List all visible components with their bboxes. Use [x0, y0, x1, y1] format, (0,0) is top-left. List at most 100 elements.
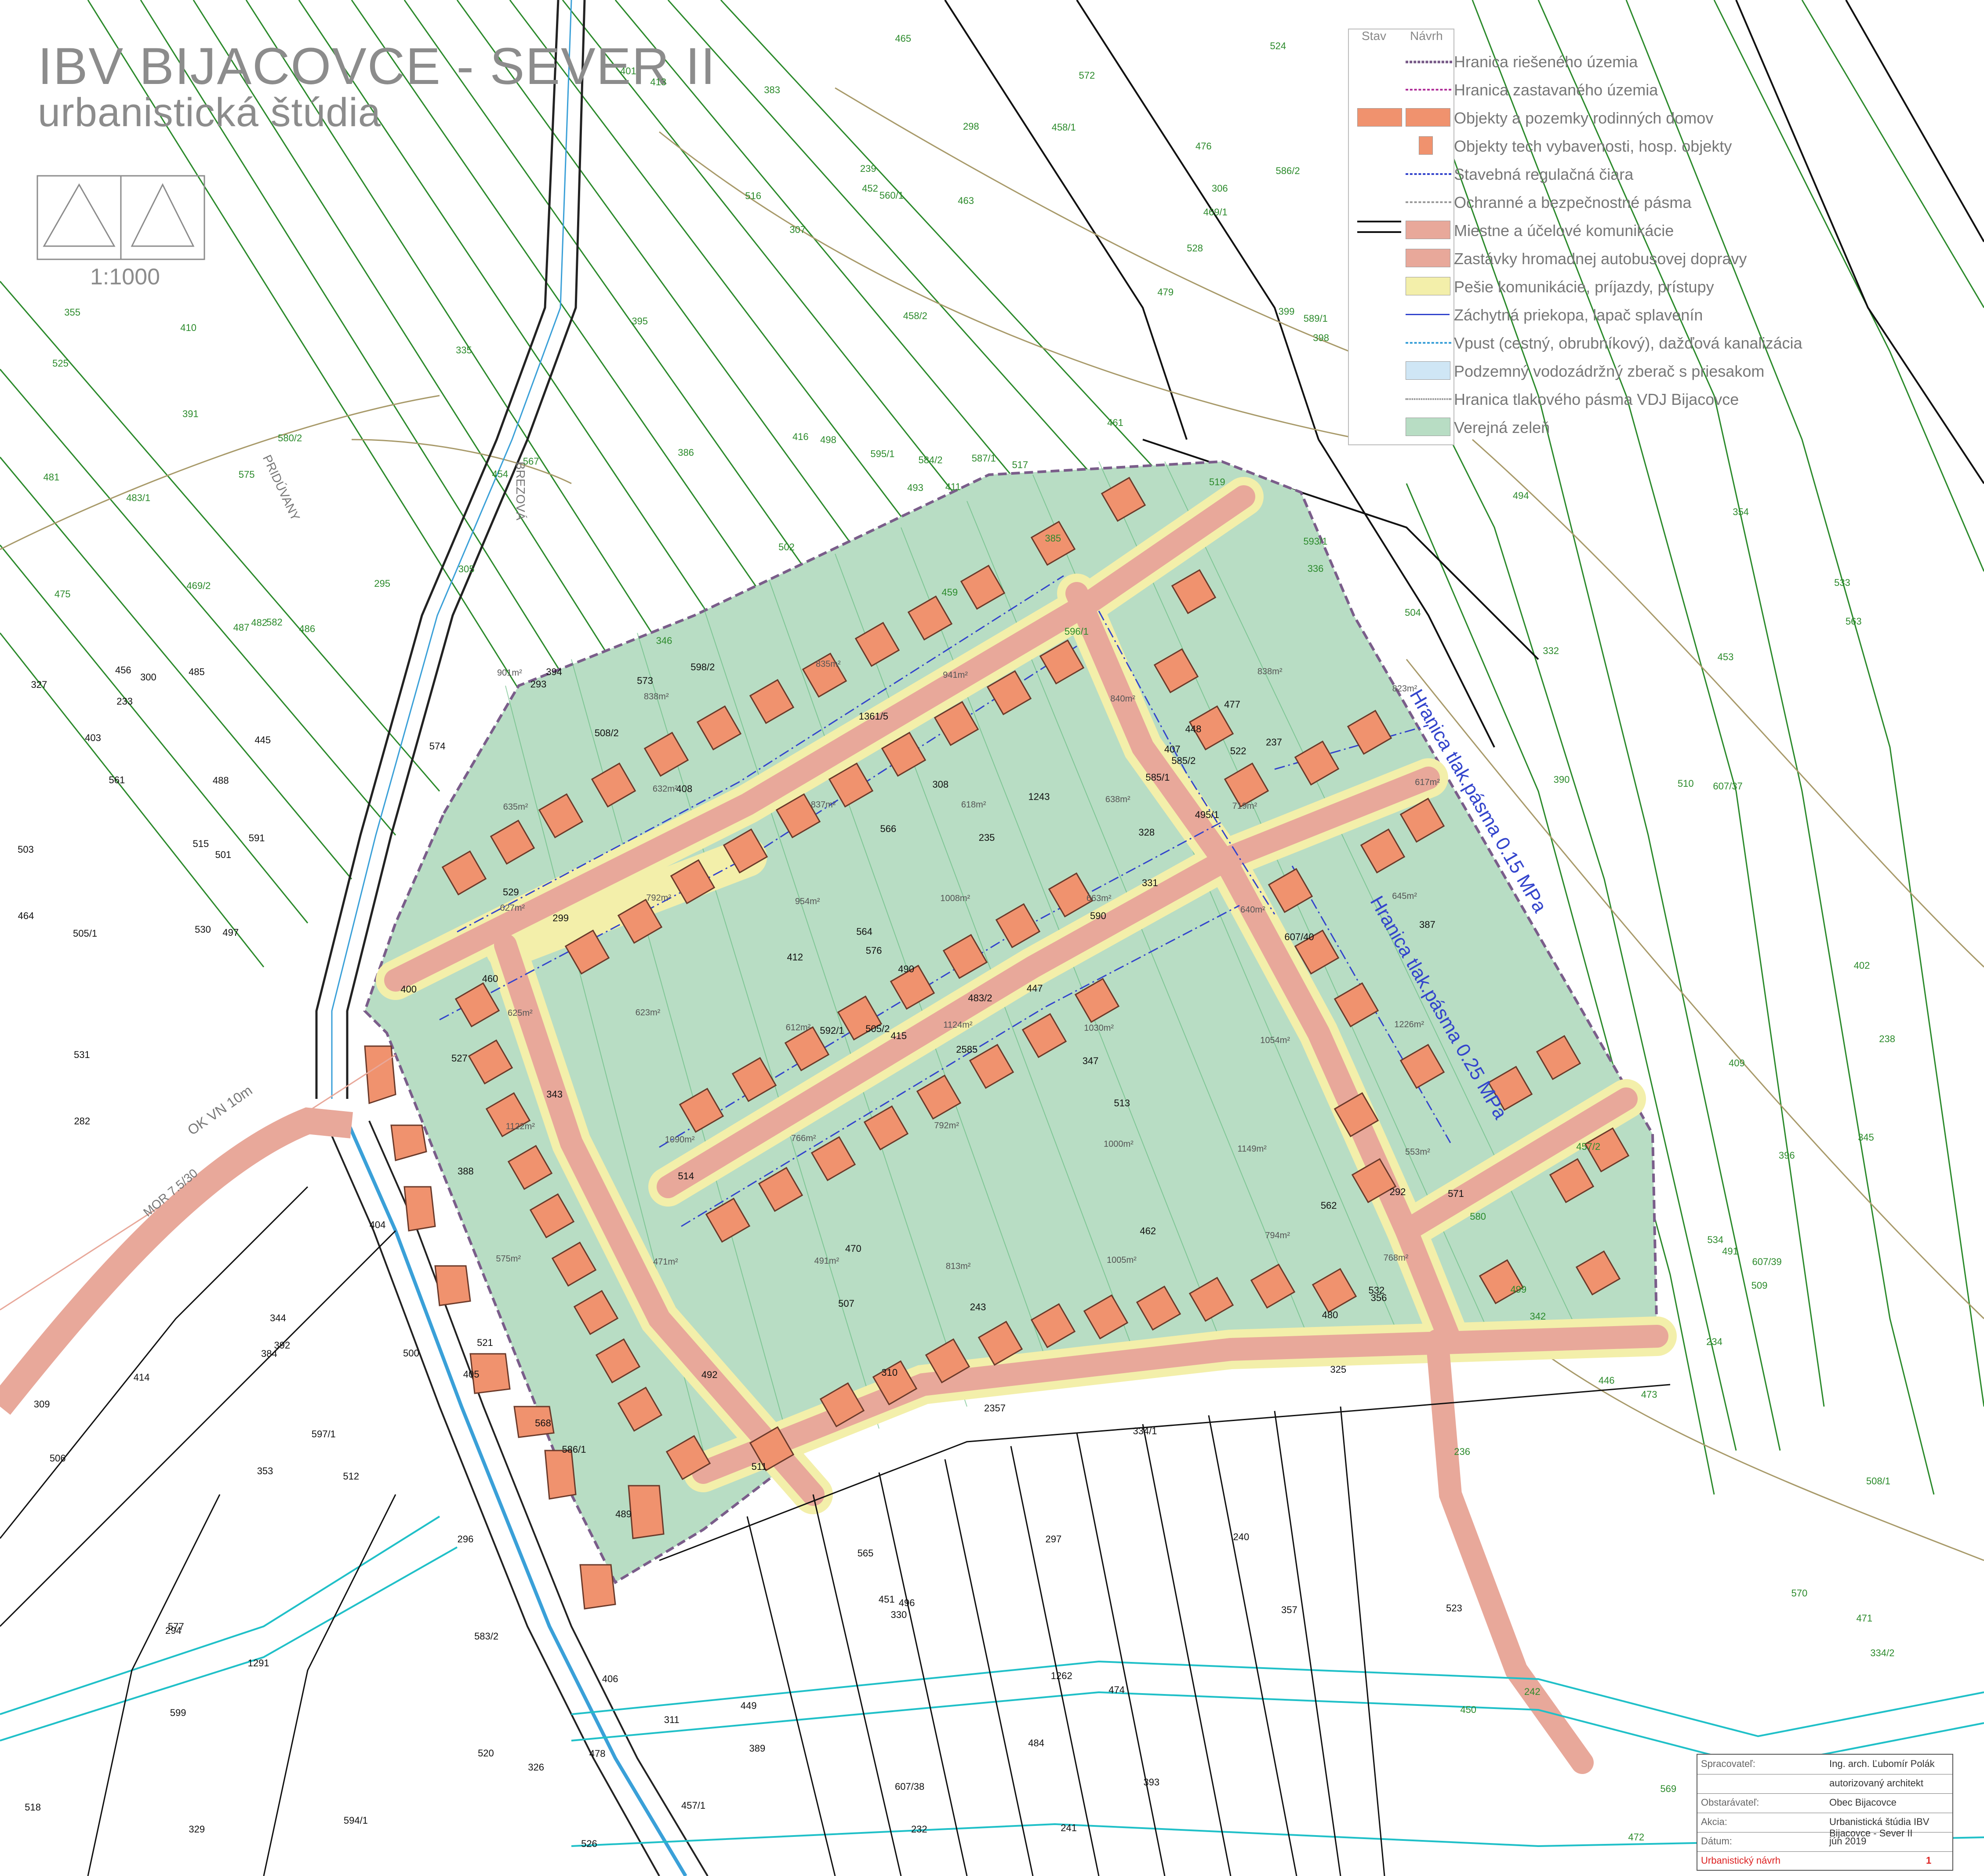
plot-area-label: 1008m²	[940, 894, 970, 904]
black-road-icon	[1357, 221, 1401, 233]
parcel-number: 517	[1012, 459, 1028, 471]
parcel-number: 566	[880, 823, 897, 835]
parcel-number: 347	[1082, 1055, 1099, 1067]
parcel-number: 456	[115, 665, 131, 676]
parcel-number: 503	[18, 843, 34, 855]
parcel-number: 402	[1853, 960, 1870, 971]
parcel-number: 336	[1307, 563, 1324, 574]
parcel-number: 483/1	[126, 492, 151, 503]
parcel-number: 393	[1143, 1777, 1160, 1788]
salmon-road-icon	[1406, 221, 1450, 239]
legend-row: Stavebná regulačná čiara	[1348, 161, 1814, 186]
parcel-number: 505/2	[865, 1023, 890, 1035]
legend-row: Hranica zastavaného územia	[1348, 76, 1814, 102]
parcel-number: 470	[845, 1243, 861, 1254]
parcel-number: 524	[1270, 40, 1286, 51]
parcel-number: 607/40	[1284, 931, 1314, 943]
parcel-number: 234	[1706, 1336, 1722, 1347]
plot-area-label: 1124m²	[943, 1020, 973, 1030]
legend-row: Hranica tlakového pásma VDJ Bijacovce	[1348, 386, 1814, 411]
parcel-number: 511	[751, 1461, 767, 1472]
parcel-number: 464	[18, 910, 34, 922]
drain-line-icon	[1406, 342, 1451, 344]
gray-dash-dot-line-icon	[1406, 201, 1451, 203]
parcel-number: 529	[502, 887, 519, 898]
parcel-number: 479	[1157, 286, 1174, 298]
parcel-number: 519	[1209, 476, 1225, 487]
plot-area-label: 792m²	[646, 893, 671, 903]
parcel-number: 597/1	[311, 1429, 336, 1440]
parcel-number: 404	[369, 1219, 386, 1231]
parcel-number: 561	[109, 774, 125, 785]
legend-row: Záchytná priekopa, lapač splavenín	[1348, 302, 1814, 327]
parcel-number: 401	[620, 65, 636, 77]
parcel-number: 575	[238, 469, 255, 480]
stamp-row: Spracovateľ:Ing. arch. Ľubomír Polák	[1697, 1755, 1952, 1774]
parcel-number: 453	[1717, 651, 1734, 663]
blue-dash-dot-line-icon	[1406, 173, 1451, 175]
legend-row: Ochranné a bezpečnostné pásma	[1348, 189, 1814, 215]
existing-houses	[364, 1045, 665, 1610]
parcel-number: 414	[133, 1372, 150, 1383]
parcel-number: 481	[43, 471, 60, 483]
parcel-number: 2585	[956, 1043, 978, 1055]
parcel-number: 447	[1026, 983, 1043, 994]
parcel-number: 388	[458, 1166, 474, 1177]
parcel-number: 458/2	[903, 310, 927, 322]
parcel-number: 342	[1530, 1310, 1546, 1322]
parcel-number: 399	[1278, 306, 1295, 317]
legend-row: Zastávky hromadnej autobusovej dopravy	[1348, 245, 1814, 271]
parcel-number: 527	[451, 1052, 468, 1064]
parcel-number: 296	[457, 1533, 474, 1545]
parcel-number: 562	[1320, 1200, 1337, 1211]
parcel-number: 386	[678, 447, 694, 458]
parcel-number: 590	[1090, 910, 1106, 922]
parcel-number: 489	[615, 1509, 632, 1520]
parcel-number: 454	[492, 469, 509, 480]
orange-house-square-icon	[1357, 108, 1402, 127]
parcel-number: 239	[860, 163, 876, 175]
plot-area-label: 954m²	[795, 897, 820, 907]
lower-cadastre-lines	[0, 1186, 1671, 1876]
plot-area-label: 640m²	[1240, 905, 1265, 915]
parcel-number: 305	[458, 564, 475, 575]
parcel-number: 567	[523, 456, 539, 467]
plot-area-label: 618m²	[961, 800, 986, 810]
ditch-icon	[1406, 314, 1450, 315]
parcel-number: 299	[552, 912, 569, 923]
parcel-number: 592/1	[820, 1025, 844, 1036]
parcel-number: 587/1	[971, 453, 996, 464]
parcel-number: 335	[456, 345, 472, 356]
parcel-number: 306	[1211, 183, 1228, 194]
parcel-number: 282	[74, 1116, 91, 1127]
parcel-number: 460	[482, 973, 498, 985]
parcel-number: 500	[403, 1347, 419, 1359]
parcel-number: 416	[792, 431, 809, 443]
plot-area-label: 901m²	[497, 668, 522, 678]
plot-area-label: 617m²	[1415, 778, 1440, 788]
parcel-number: 463	[958, 195, 974, 207]
parcel-number: 565	[857, 1548, 874, 1559]
legend-row: Pešie komunikácie, príjazdy, prístupy	[1348, 273, 1814, 299]
west-access-road	[0, 1107, 353, 1415]
parcel-number: 308	[932, 778, 949, 790]
parcel-number: 563	[1845, 616, 1862, 627]
parcel-number: 2357	[984, 1403, 1006, 1414]
parcel-number: 498	[820, 434, 836, 446]
plot-area-label: 471m²	[653, 1257, 678, 1267]
plot-area-label: 1149m²	[1237, 1144, 1267, 1154]
parcel-number: 392	[274, 1340, 291, 1351]
scale-label: 1:1000	[90, 264, 160, 290]
parcel-number: 298	[963, 120, 979, 132]
parcel-number: 584/2	[918, 454, 943, 466]
houses	[441, 476, 1630, 1480]
parcel-number: 383	[764, 84, 780, 95]
plot-area-label: 612m²	[785, 1023, 811, 1033]
plot-area-label: 1000m²	[1103, 1139, 1134, 1149]
parcel-number: 607/39	[1752, 1256, 1782, 1268]
parcel-number: 478	[589, 1748, 606, 1759]
parcel-number: 472	[1628, 1831, 1645, 1843]
parcel-number: 496	[898, 1597, 915, 1608]
parcel-number: 586/1	[562, 1444, 586, 1455]
parcel-number: 490	[898, 963, 914, 975]
